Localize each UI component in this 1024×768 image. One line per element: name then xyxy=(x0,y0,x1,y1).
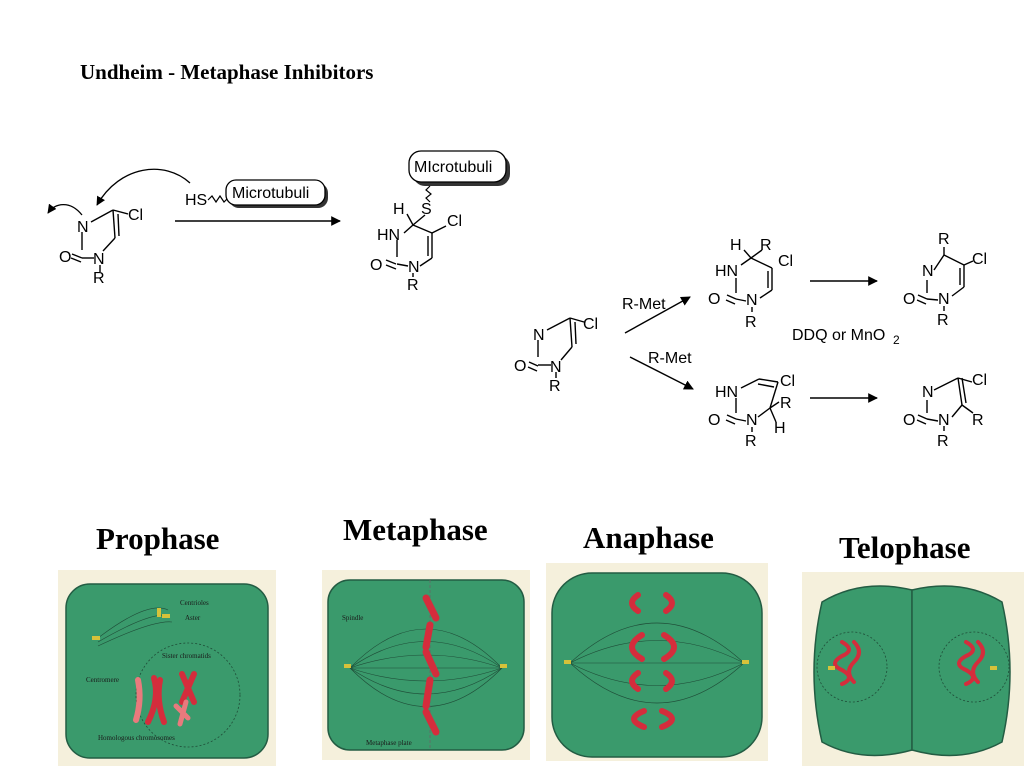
atom-r: R xyxy=(972,412,984,429)
atom-cl: Cl xyxy=(583,316,598,333)
hs-label: HS xyxy=(185,192,207,209)
arrow-top xyxy=(624,296,691,334)
curved-arrow-attack xyxy=(96,168,191,206)
atom-n: N xyxy=(408,259,420,276)
atom-o: O xyxy=(708,412,720,429)
start-molecule-2 xyxy=(527,317,585,378)
atom-r: R xyxy=(760,237,772,254)
anaphase-cell-illustration xyxy=(546,563,768,761)
atom-h: H xyxy=(393,201,405,218)
oxidant-subscript: 2 xyxy=(893,333,900,347)
atom-n: N xyxy=(533,327,545,344)
atom-o: O xyxy=(370,257,382,274)
curved-arrow-electron xyxy=(47,203,83,216)
atom-r-n: R xyxy=(745,433,757,450)
atom-n-sub: N xyxy=(550,359,562,376)
atom-o: O xyxy=(708,291,720,308)
atom-r: R xyxy=(938,231,950,248)
reagent-top: R-Met xyxy=(622,296,666,313)
atom-n-sub: N xyxy=(93,251,105,268)
atom-h: H xyxy=(730,237,742,254)
atom-o: O xyxy=(903,412,915,429)
atom-hn: HN xyxy=(377,227,400,244)
annotation-sister-chromatids: Sister chromatids xyxy=(162,652,211,660)
atom-n: N xyxy=(746,292,758,309)
atom-h: H xyxy=(774,420,786,437)
atom-r: R xyxy=(407,277,419,294)
atom-hn: HN xyxy=(715,384,738,401)
atom-o: O xyxy=(59,249,71,266)
annotation-homologous-chromosomes: Homologous chromosomes xyxy=(98,734,175,742)
atom-n: N xyxy=(922,384,934,401)
atom-cl: Cl xyxy=(128,207,143,224)
atom-r-n: R xyxy=(937,312,949,329)
adduct-molecule xyxy=(385,213,447,277)
phase-label-prophase: Prophase xyxy=(96,521,220,556)
atom-cl: Cl xyxy=(447,213,462,230)
atom-cl: Cl xyxy=(780,373,795,390)
atom-cl: Cl xyxy=(972,372,987,389)
annotation-metaphase-plate: Metaphase plate xyxy=(366,739,412,747)
atom-n: N xyxy=(77,219,89,236)
prophase-cell-illustration: Centrioles Aster Sister chromatids Centr… xyxy=(58,570,276,766)
metaphase-cell-illustration: Spindle Metaphase plate xyxy=(322,570,530,760)
microtubuli-label: Microtubuli xyxy=(232,185,309,202)
atom-n: N xyxy=(746,412,758,429)
top-product xyxy=(916,247,974,311)
annotation-aster: Aster xyxy=(185,614,201,622)
atom-r-n: R xyxy=(937,433,949,450)
atom-cl: Cl xyxy=(972,251,987,268)
atom-r-n: R xyxy=(745,314,757,331)
atom-o: O xyxy=(903,291,915,308)
atom-hn: HN xyxy=(715,263,738,280)
start-molecule-1 xyxy=(70,209,129,272)
atom-r: R xyxy=(780,395,792,412)
phase-label-metaphase: Metaphase xyxy=(343,512,488,547)
annotation-centrioles: Centrioles xyxy=(180,599,209,607)
atom-r: R xyxy=(549,378,561,395)
telophase-cell-illustration xyxy=(802,572,1024,766)
centriole-icon xyxy=(828,666,997,670)
microtubuli-box xyxy=(225,179,326,206)
reagent-bottom: R-Met xyxy=(648,350,692,367)
atom-r: R xyxy=(93,270,105,287)
atom-n: N xyxy=(922,263,934,280)
microtubuli-tag-box xyxy=(408,150,507,183)
oxidant-label: DDQ or MnO xyxy=(792,327,885,344)
chromosome-icon xyxy=(133,671,197,727)
annotation-spindle: Spindle xyxy=(342,614,363,622)
phase-label-anaphase: Anaphase xyxy=(583,520,714,555)
centriole-icon xyxy=(344,664,507,668)
atom-n-sub: N xyxy=(938,291,950,308)
bottom-intermediate xyxy=(725,378,780,432)
annotation-centromere: Centromere xyxy=(86,676,119,684)
atom-o: O xyxy=(514,358,526,375)
reaction-schemes: N Cl O N R HS Microtubuli MIcrotubuli S … xyxy=(47,150,987,450)
bottom-product xyxy=(916,377,974,431)
chromosome-icon xyxy=(422,594,440,736)
chromosome-icon xyxy=(629,592,677,730)
atom-s: S xyxy=(421,201,432,218)
slide-title: Undheim - Metaphase Inhibitors xyxy=(80,60,374,84)
atom-cl: Cl xyxy=(778,253,793,270)
phase-label-telophase: Telophase xyxy=(839,530,971,565)
arrow-bottom xyxy=(629,356,694,390)
centriole-icon xyxy=(564,660,749,664)
atom-n-sub: N xyxy=(938,412,950,429)
wavy-linker xyxy=(207,194,229,204)
centriole-icon xyxy=(92,608,170,640)
start-molecule-1-atoms: N Cl O N R xyxy=(59,207,143,287)
chromosome-icon xyxy=(833,640,985,686)
top-intermediate xyxy=(725,249,773,312)
microtubuli-tag-label: MIcrotubuli xyxy=(414,159,492,176)
